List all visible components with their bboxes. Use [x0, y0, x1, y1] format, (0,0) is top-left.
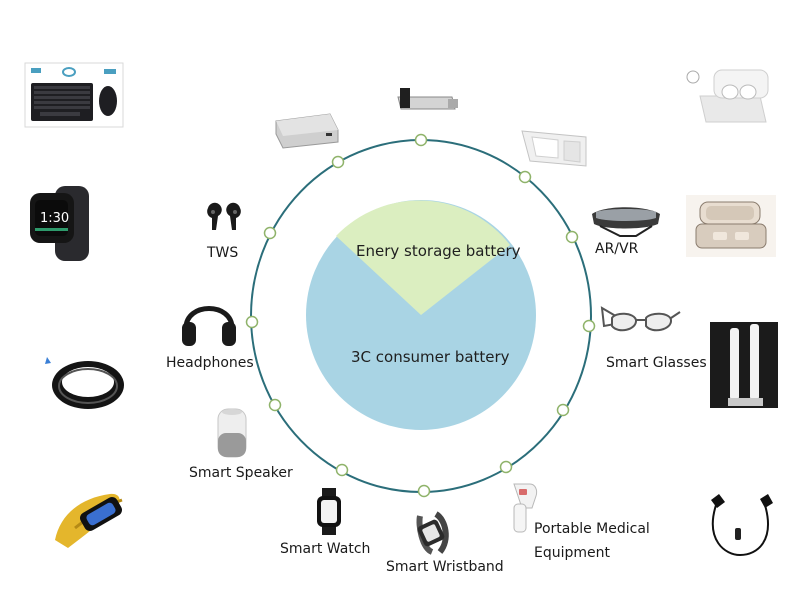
ring-node [263, 226, 277, 240]
keyboard-mouse-icon [24, 62, 124, 128]
ring-node [518, 170, 532, 184]
electric-toothbrush-icon [710, 322, 778, 408]
ring-node [417, 484, 431, 498]
mini-pc-icon [275, 113, 339, 149]
smart-glasses-icon [600, 306, 681, 332]
usb-drive-icon [397, 88, 458, 110]
ring-node [268, 398, 282, 412]
smart-speaker-label: Smart Speaker [189, 465, 293, 481]
smart-wristband-icon [416, 511, 449, 555]
smart-ring-icon [45, 357, 124, 409]
headphones-label: Headphones [166, 355, 254, 371]
smart-wristband-label: Smart Wristband [386, 559, 504, 575]
ring-node [499, 460, 513, 474]
arvr-headset-icon [592, 207, 660, 237]
consumer-battery-label: 3C consumer battery [351, 348, 510, 366]
earbuds-case-icon [680, 66, 776, 128]
smart-speaker-icon [217, 408, 247, 458]
portable-medical-label: Portable Medical [534, 521, 650, 537]
charging-stand-icon [521, 130, 587, 167]
smart-watch-icon [317, 488, 341, 535]
arvr-label: AR/VR [595, 241, 639, 257]
smart-glasses-label: Smart Glasses [606, 355, 707, 371]
ring-node [556, 403, 570, 417]
fitness-band-icon [55, 493, 123, 548]
storage-battery-segment [336, 200, 510, 315]
neckband-earphones-icon [711, 494, 773, 557]
tws-label: TWS [207, 245, 239, 261]
ring-node [565, 230, 579, 244]
ring-nodes [245, 133, 596, 498]
glasses-case-icon [686, 195, 776, 257]
headphones-icon [182, 306, 236, 346]
smart-watch-label: Smart Watch [280, 541, 371, 557]
equipment-label: Equipment [534, 545, 610, 561]
svg-text:1:30: 1:30 [40, 211, 69, 226]
ring-node [245, 315, 259, 329]
tws-earbuds-icon [207, 202, 241, 230]
ring-node [414, 133, 428, 147]
ring-node [335, 463, 349, 477]
ring-node [331, 155, 345, 169]
storage-battery-label: Enery storage battery [356, 242, 521, 260]
ring-node [582, 319, 596, 333]
smartwatch-icon: 1:30 [30, 186, 89, 261]
medical-thermometer-icon [513, 483, 538, 533]
